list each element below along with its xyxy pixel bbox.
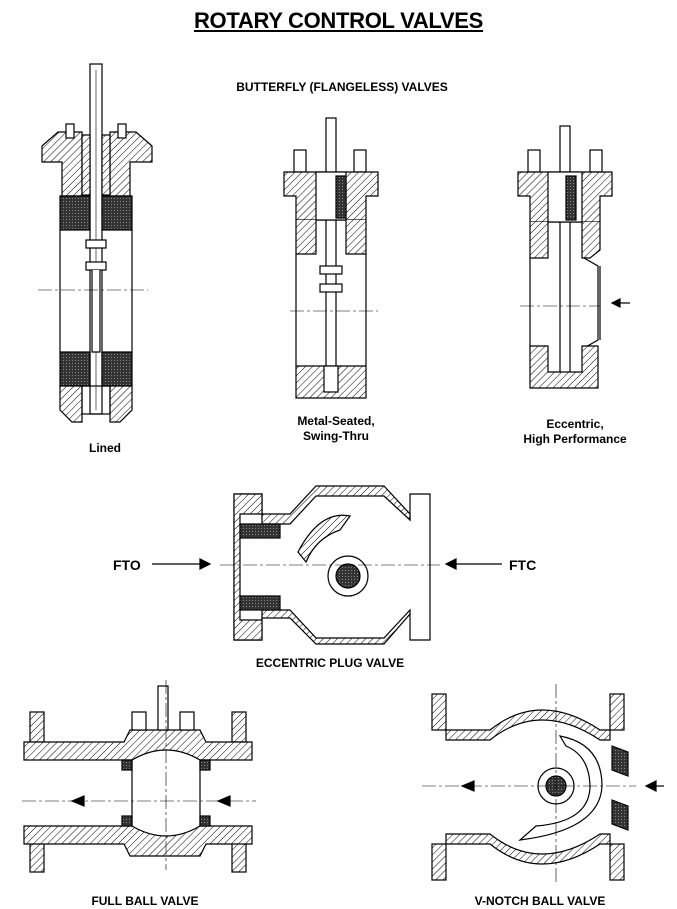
v-notch-heading: V-NOTCH BALL VALVE	[474, 894, 606, 908]
full-ball-valve	[22, 680, 256, 873]
lined-butterfly-valve	[38, 63, 153, 423]
flow-to-open-label: FTO	[113, 557, 141, 573]
page-title: ROTARY CONTROL VALVES	[193, 8, 484, 33]
eccentric-plug-valve	[152, 485, 502, 645]
caption-lined: Lined	[89, 441, 121, 455]
caption-metal-seated: Metal-Seated, Swing-Thru	[270, 414, 402, 444]
v-notch-ball-valve	[422, 684, 664, 884]
eccentric-plug-heading: ECCENTRIC PLUG VALVE	[255, 656, 405, 670]
caption-eccentric-line2: High Performance	[523, 432, 627, 446]
full-ball-heading: FULL BALL VALVE	[91, 894, 199, 908]
caption-eccentric-line1: Eccentric,	[546, 417, 604, 431]
caption-eccentric: Eccentric, High Performance	[500, 417, 650, 447]
high-performance-butterfly-valve	[517, 125, 630, 389]
butterfly-section-heading: BUTTERFLY (FLANGELESS) VALVES	[236, 80, 448, 94]
caption-metal-seated-line1: Metal-Seated,	[297, 414, 375, 428]
flow-to-close-label: FTC	[509, 557, 537, 573]
metal-seated-butterfly-valve	[283, 117, 379, 399]
caption-metal-seated-line2: Swing-Thru	[303, 429, 369, 443]
